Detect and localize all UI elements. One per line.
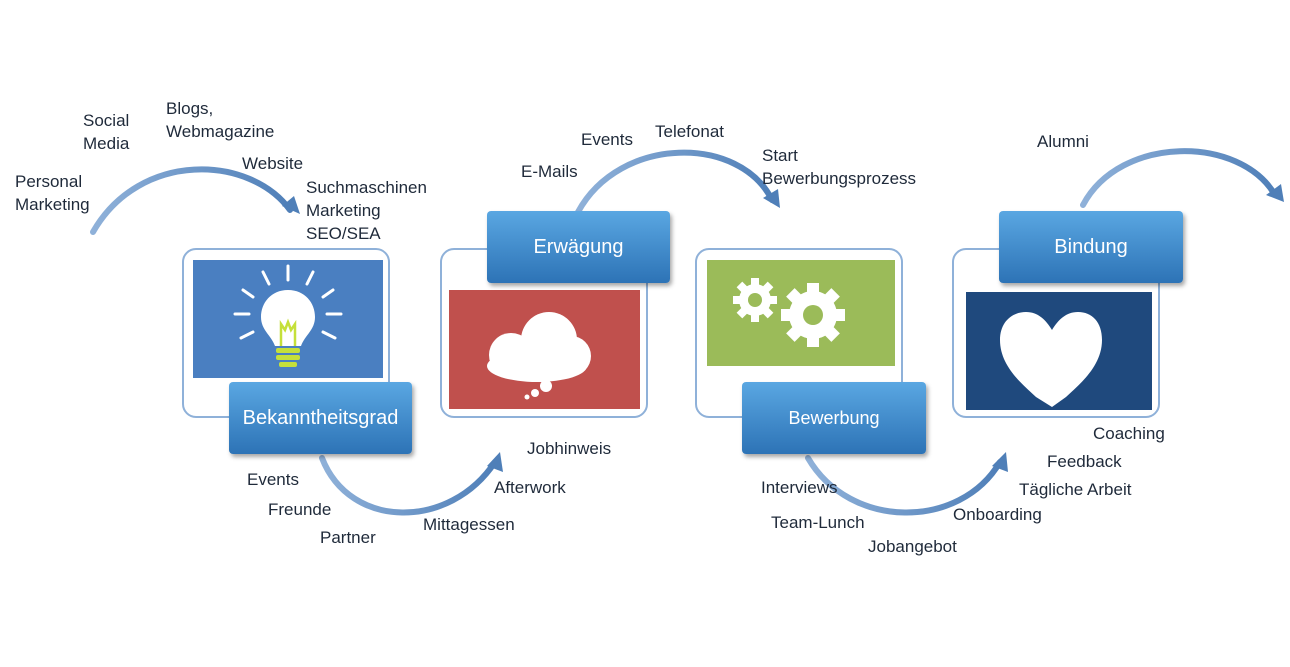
label-personal-marketing: Personal Marketing — [15, 172, 90, 214]
panel-consideration — [449, 290, 640, 409]
arrow-awareness-bottom — [319, 455, 498, 516]
arrow-retention-top — [1080, 148, 1278, 208]
arrow-head-5 — [1266, 184, 1284, 202]
arrow-head-2 — [487, 452, 503, 472]
label-blogs: Blogs, Webmagazine — [166, 99, 275, 141]
arrow-head-4 — [992, 452, 1008, 472]
label-jobangebot: Jobangebot — [868, 537, 957, 556]
label-taegliche-arbeit: Tägliche Arbeit — [1019, 480, 1132, 499]
label-alumni: Alumni — [1037, 132, 1089, 151]
panel-awareness — [193, 260, 383, 378]
label-website: Website — [242, 154, 304, 173]
label-emails: E-Mails — [521, 162, 578, 181]
label-onboarding: Onboarding — [953, 505, 1042, 524]
label-telefonat: Telefonat — [655, 122, 724, 141]
panel-retention — [966, 292, 1152, 410]
label-social-media: Social Media — [83, 111, 130, 153]
stage-application: Bewerbung — [742, 382, 926, 454]
label-coaching: Coaching — [1093, 424, 1165, 443]
label-events-top: Events — [581, 130, 633, 149]
panel-application — [707, 260, 895, 366]
arrow-head-3 — [763, 189, 780, 208]
arrow-consideration-top — [575, 149, 775, 215]
gears-icon — [733, 278, 845, 347]
heart-icon — [1000, 312, 1102, 407]
label-jobhinweis: Jobhinweis — [527, 439, 612, 458]
arrow-head-1 — [282, 196, 300, 214]
thought-cloud-icon — [487, 312, 591, 400]
label-freunde: Freunde — [268, 500, 332, 519]
stage-retention: Bindung — [999, 211, 1183, 283]
arrow-awareness-top — [90, 166, 293, 235]
label-mittagessen: Mittagessen — [423, 515, 515, 534]
label-events-bottom: Events — [247, 470, 299, 489]
label-partner: Partner — [320, 528, 376, 547]
label-team-lunch: Team-Lunch — [771, 513, 865, 532]
label-interviews: Interviews — [761, 478, 838, 497]
label-start: Start Bewerbungsprozess — [762, 146, 917, 188]
arrow-application-bottom — [805, 455, 1003, 516]
label-feedback: Feedback — [1047, 452, 1122, 471]
label-suchmaschinen: Suchmaschinen Marketing SEO/SEA — [306, 178, 427, 243]
lightbulb-icon — [233, 264, 343, 367]
label-afterwork: Afterwork — [494, 478, 566, 497]
stage-consideration: Erwägung — [487, 211, 670, 283]
stage-awareness: Bekanntheitsgrad — [229, 382, 412, 454]
